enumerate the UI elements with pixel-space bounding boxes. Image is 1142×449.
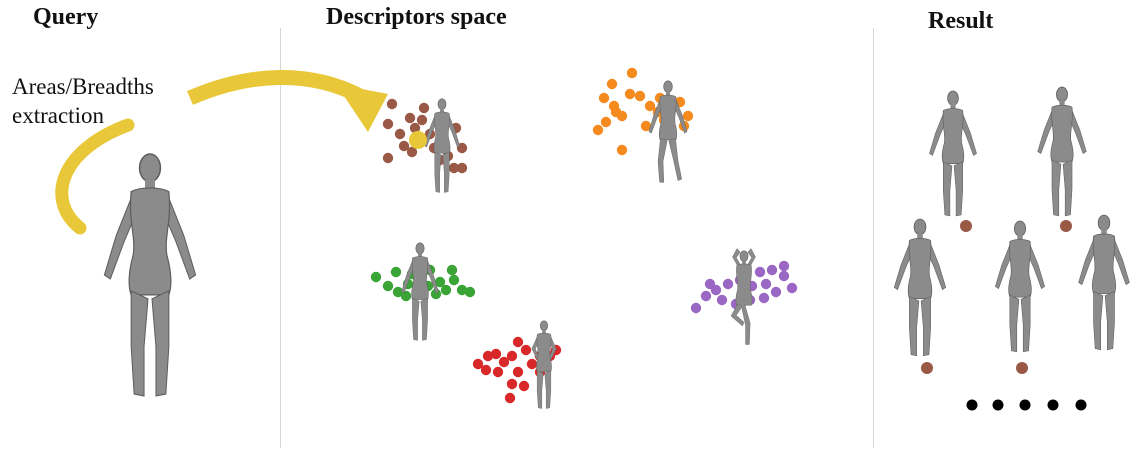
red-cluster-point (480, 364, 492, 376)
green-cluster-point (456, 284, 468, 296)
result-heading: Result (928, 8, 994, 34)
result-match-marker (1060, 220, 1072, 232)
green-cluster-point (446, 264, 458, 276)
red-cluster-point (520, 344, 532, 356)
divider-right (873, 28, 874, 448)
swoosh-arrow-head (336, 84, 388, 132)
purple-cluster-point (770, 286, 782, 298)
descriptors-heading: Descriptors space (326, 4, 507, 30)
brown-cluster-point (456, 162, 468, 174)
extraction-label: Areas/Breadths extraction (12, 72, 154, 130)
orange-cluster-point (626, 67, 638, 79)
red-cluster-point (526, 358, 538, 370)
orange-cluster-point (634, 90, 646, 102)
brown-cluster-point (416, 114, 428, 126)
green-cluster-point (390, 266, 402, 278)
brown-cluster-point (418, 102, 430, 114)
purple-cluster-point (716, 294, 728, 306)
green-cluster-body (401, 242, 439, 341)
query-body (103, 153, 197, 397)
extraction-label-line-1: Areas/Breadths (12, 74, 154, 99)
query-heading: Query (33, 4, 99, 30)
red-cluster-point (506, 378, 518, 390)
ellipsis-dot (1047, 399, 1059, 411)
red-cluster-point (506, 350, 518, 362)
purple-cluster-point (690, 302, 702, 314)
purple-cluster-point (704, 278, 716, 290)
red-cluster-point (482, 350, 494, 362)
red-cluster-point (512, 336, 524, 348)
brown-cluster-point (409, 122, 421, 134)
result-body-3 (893, 218, 947, 357)
brown-cluster-point (404, 112, 416, 124)
green-cluster-point (434, 276, 446, 288)
red-cluster-point (490, 348, 502, 360)
orange-cluster-point (592, 124, 604, 136)
query-point (409, 131, 427, 149)
ellipsis-dot (1019, 399, 1031, 411)
red-cluster-point (518, 380, 530, 392)
extraction-label-line-2: extraction (12, 103, 104, 128)
orange-cluster-point (682, 110, 694, 122)
orange-cluster-point (600, 116, 612, 128)
brown-cluster-body (424, 98, 460, 193)
red-cluster-body (531, 320, 557, 409)
result-match-marker (960, 220, 972, 232)
brown-cluster-point (406, 146, 418, 158)
orange-cluster-point (640, 120, 652, 132)
purple-cluster-point (766, 264, 778, 276)
orange-cluster-point (610, 106, 622, 118)
orange-cluster-point (624, 88, 636, 100)
green-cluster-point (392, 286, 404, 298)
green-cluster-point (430, 288, 442, 300)
red-cluster-point (498, 356, 510, 368)
result-body-1 (929, 90, 977, 217)
result-body-5 (1078, 214, 1130, 351)
ellipsis-dot (1075, 399, 1087, 411)
brown-cluster-point (394, 128, 406, 140)
brown-cluster-point (398, 140, 410, 152)
purple-cluster-point (786, 282, 798, 294)
result-body-2 (1037, 86, 1087, 217)
purple-cluster-body (730, 248, 756, 345)
swoosh-arrow-tail (55, 118, 135, 235)
green-cluster-point (382, 280, 394, 292)
result-body-4 (995, 220, 1045, 353)
green-cluster-point (440, 284, 452, 296)
brown-cluster-point (382, 152, 394, 164)
orange-cluster-point (598, 92, 610, 104)
brown-cluster-point (386, 98, 398, 110)
ellipsis-dot (992, 399, 1004, 411)
swoosh-arrow-body (187, 70, 364, 105)
orange-cluster-point (644, 100, 656, 112)
purple-cluster-point (778, 270, 790, 282)
orange-cluster-point (616, 144, 628, 156)
purple-cluster-point (722, 278, 734, 290)
purple-cluster-point (760, 278, 772, 290)
purple-cluster-point (758, 292, 770, 304)
red-cluster-point (512, 366, 524, 378)
orange-cluster-point (606, 78, 618, 90)
brown-cluster-point (382, 118, 394, 130)
green-cluster-point (370, 271, 382, 283)
purple-cluster (690, 260, 798, 314)
green-cluster-point (448, 274, 460, 286)
divider-left (280, 28, 281, 448)
red-cluster-point (472, 358, 484, 370)
result-match-marker (1016, 362, 1028, 374)
result-match-marker (921, 362, 933, 374)
green-cluster-point (400, 290, 412, 302)
ellipsis-dot (966, 399, 978, 411)
orange-cluster-body (648, 80, 688, 183)
red-cluster-point (504, 392, 516, 404)
purple-cluster-point (700, 290, 712, 302)
purple-cluster-point (778, 260, 790, 272)
green-cluster-point (464, 286, 476, 298)
purple-cluster-point (754, 266, 766, 278)
red-cluster-point (492, 366, 504, 378)
brown-cluster-point (448, 162, 460, 174)
